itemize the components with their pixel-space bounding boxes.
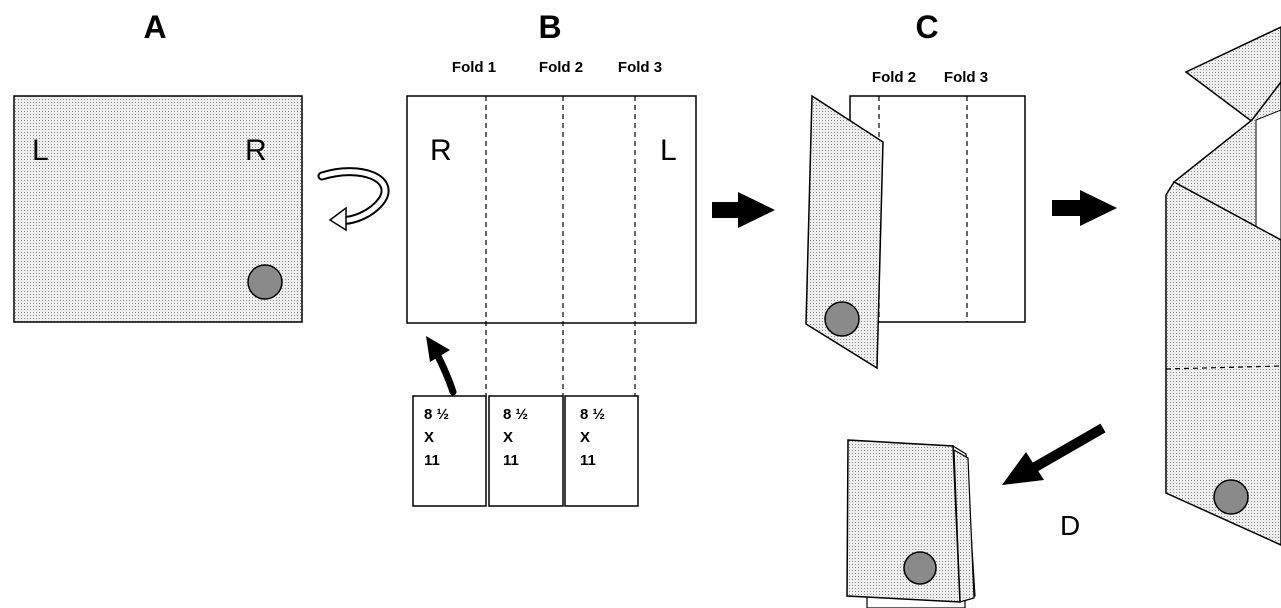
panel-b-fold-1-label: Fold 1: [452, 59, 496, 76]
panel-d-label: D: [1060, 510, 1080, 541]
panel-a-right-mark: R: [245, 134, 267, 167]
panel-b-fold-2-label: Fold 2: [539, 59, 583, 76]
panel-b-sheet: [406, 95, 697, 324]
paper-1: [412, 395, 487, 507]
paper-1-size: 8 ½: [424, 406, 449, 423]
paper-2-x: X: [503, 429, 513, 446]
flip-arrow-icon: [317, 167, 390, 232]
panel-c-dot: [824, 301, 860, 337]
paper-2: [488, 395, 564, 507]
panel-b-fold-3-label: Fold 3: [618, 59, 662, 76]
paper-3-h: 11: [580, 452, 596, 469]
panel-b-right-mark: L: [660, 134, 677, 167]
paper-2-h: 11: [503, 452, 519, 469]
panel-b-label: B: [538, 9, 561, 45]
right-arrow-icon: [1052, 190, 1117, 226]
curved-arrow-icon: [426, 336, 457, 396]
panel-c-folded-flap: [805, 94, 884, 370]
right-arrow-icon: [712, 192, 775, 228]
paper-2-size: 8 ½: [503, 406, 528, 423]
panel-a-left-mark: L: [32, 134, 49, 167]
paper-3-size: 8 ½: [580, 406, 605, 423]
panel-c-fold-3-label: Fold 3: [944, 69, 988, 86]
paper-1-x: X: [424, 429, 434, 446]
panel-a-label: A: [143, 9, 166, 45]
folded-tent-shape: [1165, 26, 1281, 546]
panel-b-left-mark: R: [430, 134, 452, 167]
panel-b-fold-lines: [485, 96, 636, 396]
panel-d-tent-card: [846, 439, 976, 608]
paper-3: [564, 395, 639, 507]
diagonal-arrow-icon: [1002, 423, 1106, 485]
panel-c-label: C: [915, 9, 938, 45]
paper-1-h: 11: [424, 452, 440, 469]
paper-3-x: X: [580, 429, 590, 446]
panel-a-dot: [247, 264, 283, 300]
panel-c-fold-2-label: Fold 2: [872, 69, 916, 86]
